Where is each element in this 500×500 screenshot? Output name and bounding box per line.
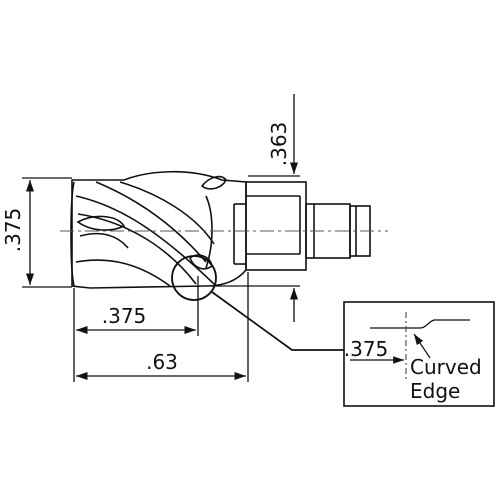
detail-content xyxy=(350,312,470,380)
dim-label-neck: .363 xyxy=(267,122,291,167)
flute-line-1 xyxy=(75,195,215,285)
detail-curved-edge xyxy=(406,319,470,329)
detail-callout-line1: Curved xyxy=(410,355,482,379)
detail-callout xyxy=(171,255,495,407)
dimension-lines xyxy=(22,94,300,382)
detail-callout-line2: Edge xyxy=(410,379,460,403)
tip-face xyxy=(70,181,75,287)
dim-label-overall-length: .63 xyxy=(146,350,178,374)
dim-label-flute-length: .375 xyxy=(102,304,147,328)
detail-circle xyxy=(171,255,217,301)
flute-pocket-2 xyxy=(200,175,227,190)
shank xyxy=(233,181,371,271)
detail-box xyxy=(343,301,495,407)
flute-line-5 xyxy=(75,259,171,287)
detail-dim-label: .375 xyxy=(344,337,389,361)
flute-line-3 xyxy=(95,181,207,263)
flute-pocket-1 xyxy=(76,215,126,231)
flute-line-4 xyxy=(119,181,215,245)
cutting-head xyxy=(70,170,247,289)
flute-line-6 xyxy=(79,232,129,249)
dim-label-left: .375 xyxy=(1,208,25,253)
detail-arrow xyxy=(413,333,431,359)
detail-leader xyxy=(211,291,344,351)
flute-line-2 xyxy=(77,213,197,285)
